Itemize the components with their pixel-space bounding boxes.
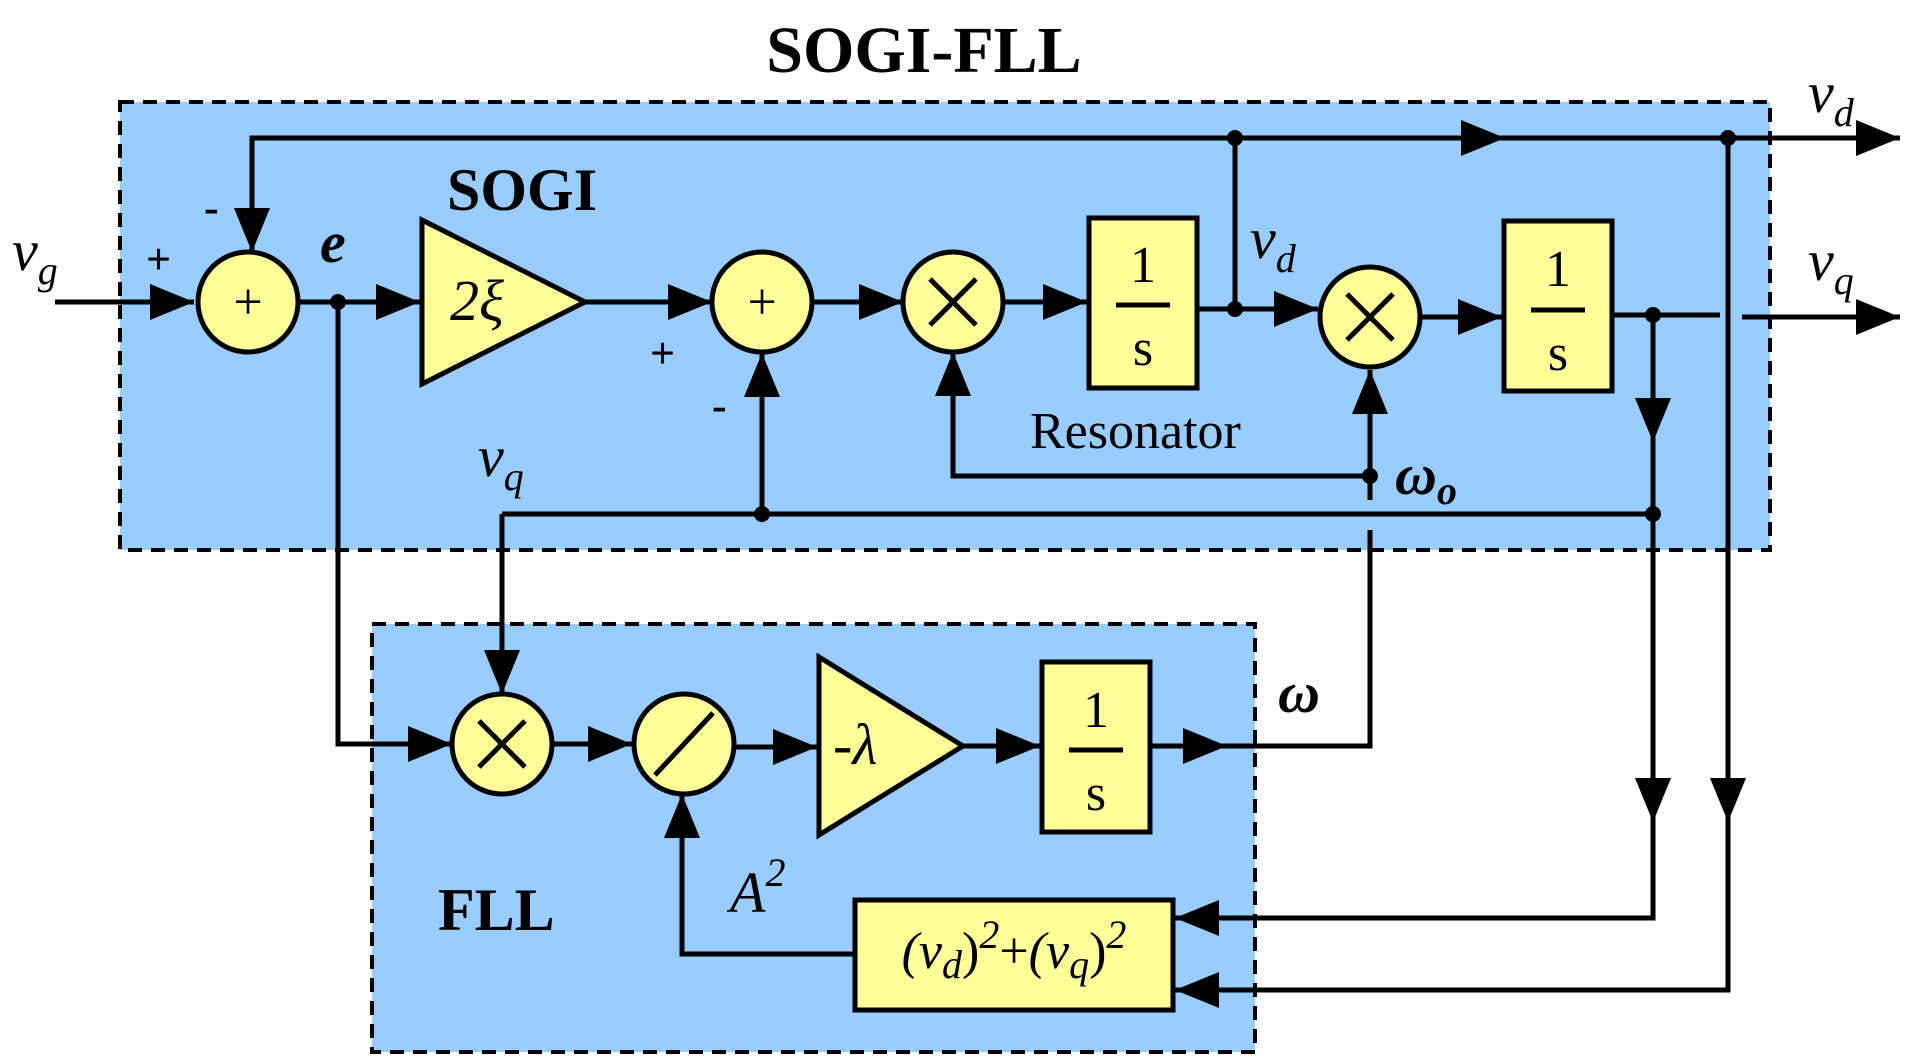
amplitude-squared-label: A2: [726, 850, 785, 925]
integrator-2: 1 s: [1501, 218, 1615, 394]
fll-multiplier: [449, 691, 555, 797]
integrator-1: 1 s: [1086, 215, 1200, 391]
divider: [631, 691, 737, 797]
omega-o-label: ωo: [1395, 442, 1457, 513]
svg-text:-λ: -λ: [833, 712, 877, 777]
svg-text:s: s: [1133, 320, 1153, 377]
vd-output-label: vd: [1808, 60, 1855, 135]
vd-inner-label: vd: [1250, 206, 1297, 281]
sum1-plus-sign: +: [146, 235, 171, 284]
svg-text:s: s: [1548, 325, 1568, 382]
svg-text:+: +: [233, 274, 262, 331]
integrator-3: 1 s: [1039, 659, 1153, 835]
junction-dots: [330, 130, 1736, 522]
vq-output-label: vq: [1808, 228, 1854, 303]
fll-label: FLL: [438, 877, 555, 943]
sum1-minus-sign: -: [204, 183, 219, 232]
sum2-plus-sign: +: [650, 329, 675, 378]
svg-text:1: 1: [1545, 241, 1571, 298]
input-vg-label: vg: [12, 218, 58, 293]
summation-1: +: [195, 249, 301, 355]
svg-text:2ξ: 2ξ: [450, 268, 504, 333]
summation-2: +: [709, 249, 815, 355]
svg-text:(vd)2+(vq)2: (vd)2+(vq)2: [902, 912, 1127, 987]
svg-text:+: +: [747, 274, 776, 331]
error-e-label: e: [320, 210, 346, 275]
gain-lambda: -λ: [816, 652, 968, 840]
sogi-label: SOGI: [447, 157, 597, 223]
svg-text:s: s: [1086, 765, 1106, 822]
multiplier-2: [1317, 264, 1423, 370]
svg-text:1: 1: [1130, 237, 1156, 294]
vq-feedback-label: vq: [478, 424, 524, 499]
gain-2xi: 2ξ: [419, 215, 591, 389]
multiplier-1: [900, 249, 1006, 355]
diagram-title: SOGI-FLL: [766, 14, 1081, 87]
omega-label: ω: [1278, 660, 1320, 725]
resonator-label: Resonator: [1030, 403, 1241, 460]
sum2-minus-sign: -: [712, 381, 727, 430]
svg-text:1: 1: [1083, 682, 1109, 739]
magnitude-squared-block: (vd)2+(vq)2: [852, 897, 1176, 1013]
